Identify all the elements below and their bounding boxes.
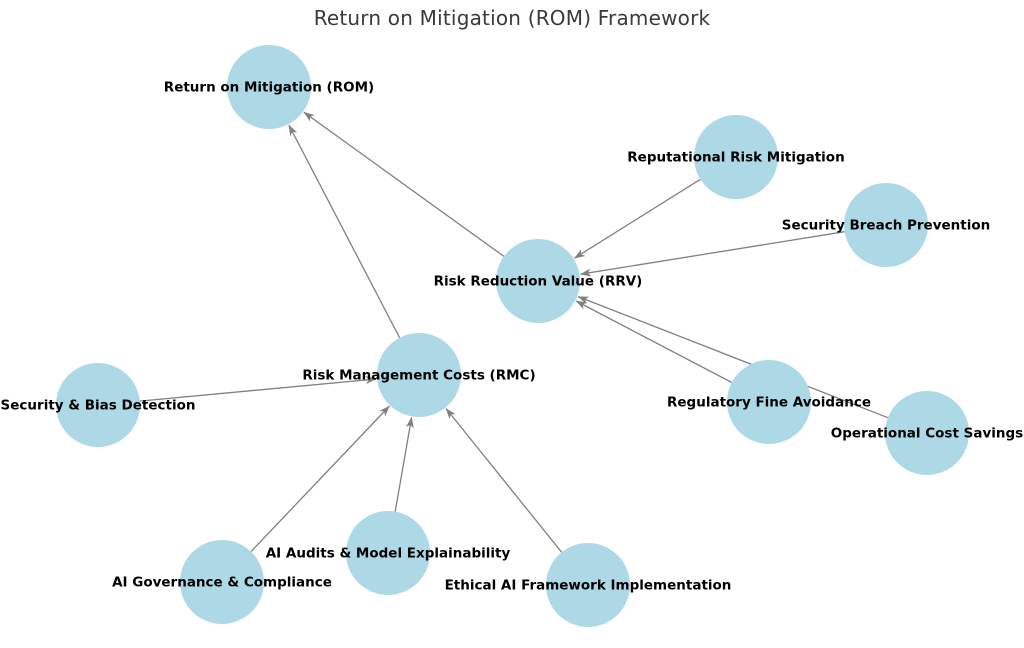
edge-audits-to-rmc [394, 416, 414, 512]
node-rom [227, 45, 311, 129]
edge-regulatory-to-rrv [575, 300, 733, 384]
edge-layer [139, 111, 889, 553]
node-governance [180, 540, 264, 624]
node-label-reputational: Reputational Risk Mitigation [627, 150, 844, 166]
edge-reputational-to-rrv [573, 178, 701, 259]
edge-opcost-to-rrv [577, 295, 889, 419]
node-label-rom: Return on Mitigation (ROM) [164, 80, 374, 96]
node-breach [844, 183, 928, 267]
node-regulatory [727, 360, 811, 444]
node-label-breach: Security Breach Prevention [782, 218, 991, 234]
edge-breach-to-rrv [580, 231, 845, 277]
edge-bias-to-rmc [139, 375, 377, 402]
node-label-audits: AI Audits & Model Explainability [266, 546, 511, 562]
node-label-opcost: Operational Cost Savings [831, 426, 1023, 442]
node-label-governance: AI Governance & Compliance [112, 575, 332, 591]
node-label-regulatory: Regulatory Fine Avoidance [667, 395, 871, 411]
label-layer: Return on Mitigation (ROM) Risk Reduction… [1, 80, 1024, 594]
node-layer [56, 45, 969, 627]
node-audits [346, 511, 430, 595]
node-label-bias: Security & Bias Detection [1, 398, 196, 414]
node-label-rmc: Risk Management Costs (RMC) [302, 368, 535, 384]
edge-rmc-to-rom [288, 124, 401, 339]
edge-ethical-to-rmc [445, 408, 563, 553]
node-reputational [694, 115, 778, 199]
node-rrv [496, 239, 580, 323]
node-label-ethical: Ethical AI Framework Implementation [445, 578, 732, 594]
edge-governance-to-rmc [250, 405, 390, 553]
edge-rrv-to-rom [303, 111, 505, 257]
node-opcost [885, 391, 969, 475]
node-label-rrv: Risk Reduction Value (RRV) [434, 274, 643, 290]
node-ethical [546, 543, 630, 627]
node-rmc [377, 333, 461, 417]
node-bias [56, 363, 140, 447]
